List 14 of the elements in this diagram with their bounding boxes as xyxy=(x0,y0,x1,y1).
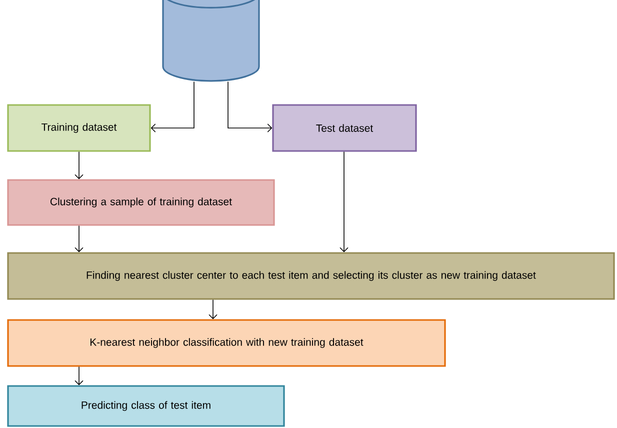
arrow xyxy=(150,81,194,132)
process-box: Test dataset xyxy=(272,104,417,152)
arrow xyxy=(228,81,272,132)
process-box: Clustering a sample of training dataset xyxy=(7,179,275,226)
arrow xyxy=(74,366,84,386)
process-box: Training dataset xyxy=(7,104,151,152)
arrow xyxy=(74,225,84,252)
process-box: Finding nearest cluster center to each test item and selecting its cluster as new training dataset xyxy=(7,252,615,300)
process-box: Predicting class of test item xyxy=(7,385,285,427)
arrow xyxy=(208,299,218,320)
storage-cylinder xyxy=(162,0,260,82)
arrow xyxy=(74,151,84,180)
arrow xyxy=(340,151,348,252)
process-box: K-nearest neighbor classification with new training dataset xyxy=(7,319,446,367)
